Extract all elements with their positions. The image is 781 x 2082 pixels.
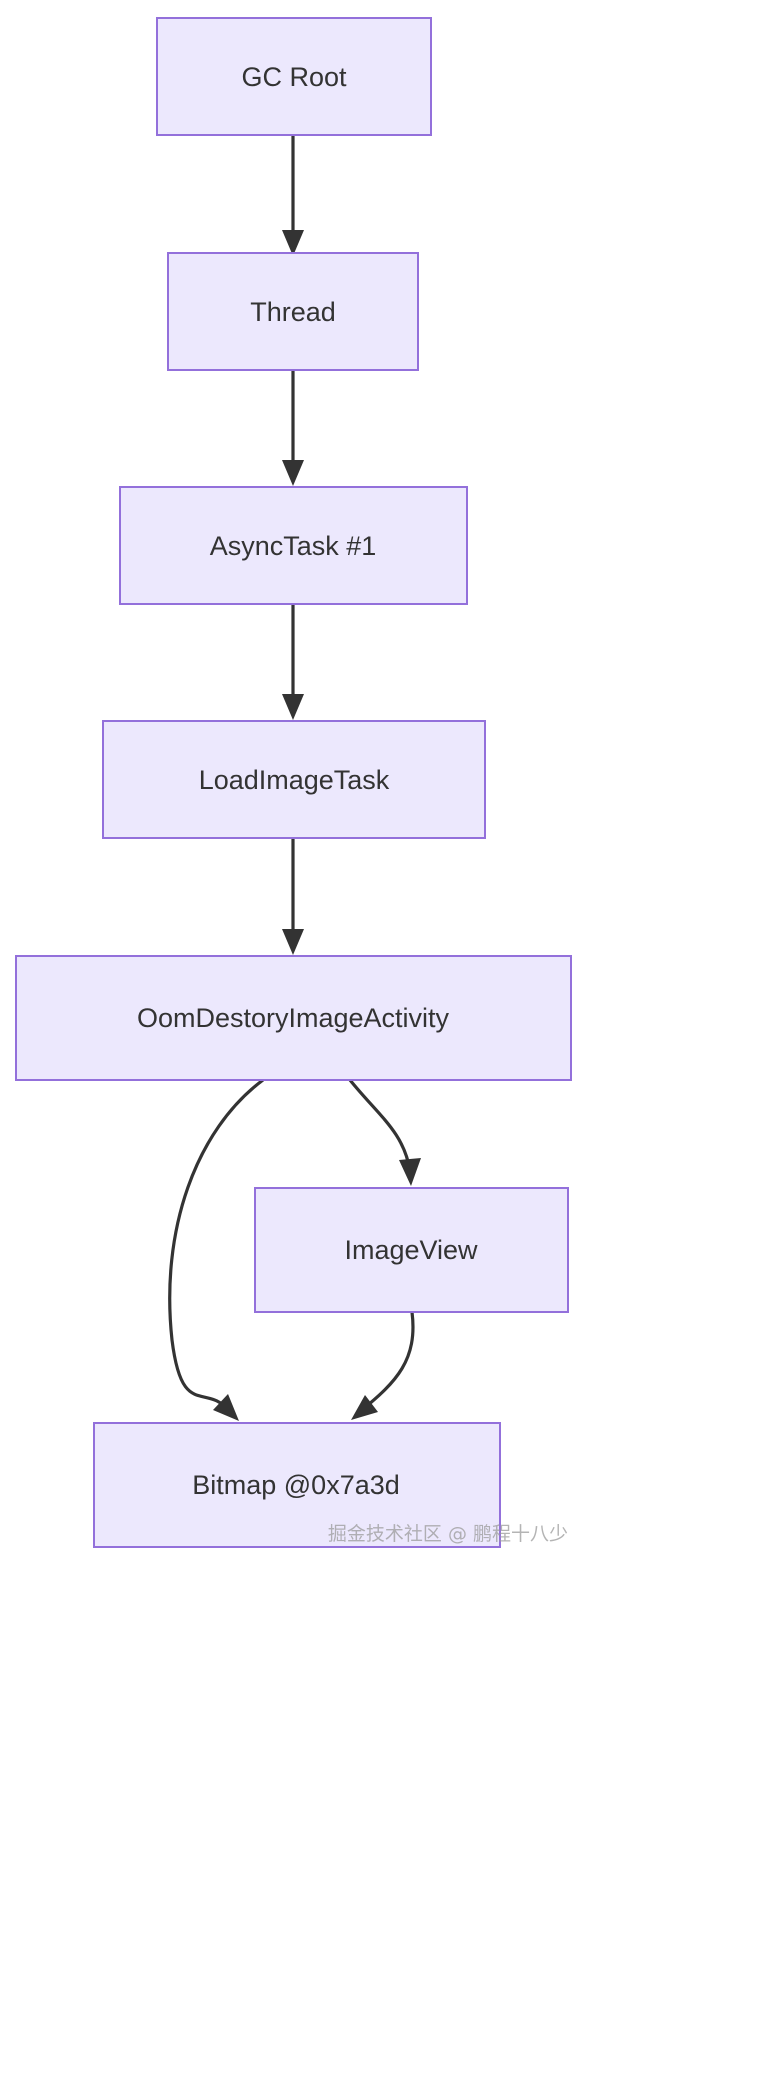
node-gc-root[interactable]: GC Root bbox=[156, 17, 432, 136]
edge-asynctask-to-loadimagetask bbox=[282, 604, 304, 720]
arrowhead-icon bbox=[282, 230, 304, 256]
arrowhead-icon bbox=[399, 1158, 421, 1186]
node-label: ImageView bbox=[344, 1235, 478, 1265]
edge-loadimagetask-to-activity bbox=[282, 838, 304, 955]
node-activity[interactable]: OomDestoryImageActivity bbox=[15, 955, 572, 1081]
node-loadimagetask[interactable]: LoadImageTask bbox=[102, 720, 486, 839]
arrowhead-icon bbox=[282, 694, 304, 720]
node-label: OomDestoryImageActivity bbox=[137, 1003, 450, 1033]
arrowhead-icon bbox=[351, 1395, 378, 1420]
edge-gcroot-to-thread bbox=[282, 135, 304, 256]
edge-line bbox=[348, 1079, 412, 1172]
edge-activity-to-bitmap bbox=[168, 1078, 264, 1421]
node-asynctask[interactable]: AsyncTask #1 bbox=[119, 486, 468, 605]
edge-activity-to-imageview bbox=[348, 1079, 421, 1186]
node-box[interactable] bbox=[93, 1422, 501, 1548]
watermark: 掘金技术社区 @ 鹏程十八少 bbox=[328, 1523, 568, 1545]
edge-imageview-to-bitmap bbox=[351, 1311, 415, 1420]
node-bitmap[interactable]: Bitmap @0x7a3d bbox=[93, 1422, 501, 1548]
node-label: AsyncTask #1 bbox=[210, 531, 377, 561]
node-box[interactable] bbox=[167, 252, 419, 371]
arrowhead-icon bbox=[282, 929, 304, 955]
node-box[interactable] bbox=[254, 1187, 569, 1313]
arrowhead-icon bbox=[213, 1394, 239, 1421]
edge-line bbox=[360, 1311, 415, 1412]
node-label: LoadImageTask bbox=[199, 765, 390, 795]
node-box[interactable] bbox=[156, 17, 432, 136]
node-thread[interactable]: Thread bbox=[167, 252, 419, 371]
edge-thread-to-asynctask bbox=[282, 370, 304, 486]
node-imageview[interactable]: ImageView bbox=[254, 1187, 569, 1313]
arrowhead-icon bbox=[282, 460, 304, 486]
node-box[interactable] bbox=[102, 720, 486, 839]
node-label: GC Root bbox=[241, 62, 347, 92]
edge-line bbox=[168, 1078, 264, 1413]
node-box[interactable] bbox=[15, 955, 572, 1081]
node-box[interactable] bbox=[119, 486, 468, 605]
node-label: Bitmap @0x7a3d bbox=[192, 1470, 400, 1500]
node-label: Thread bbox=[250, 297, 336, 327]
